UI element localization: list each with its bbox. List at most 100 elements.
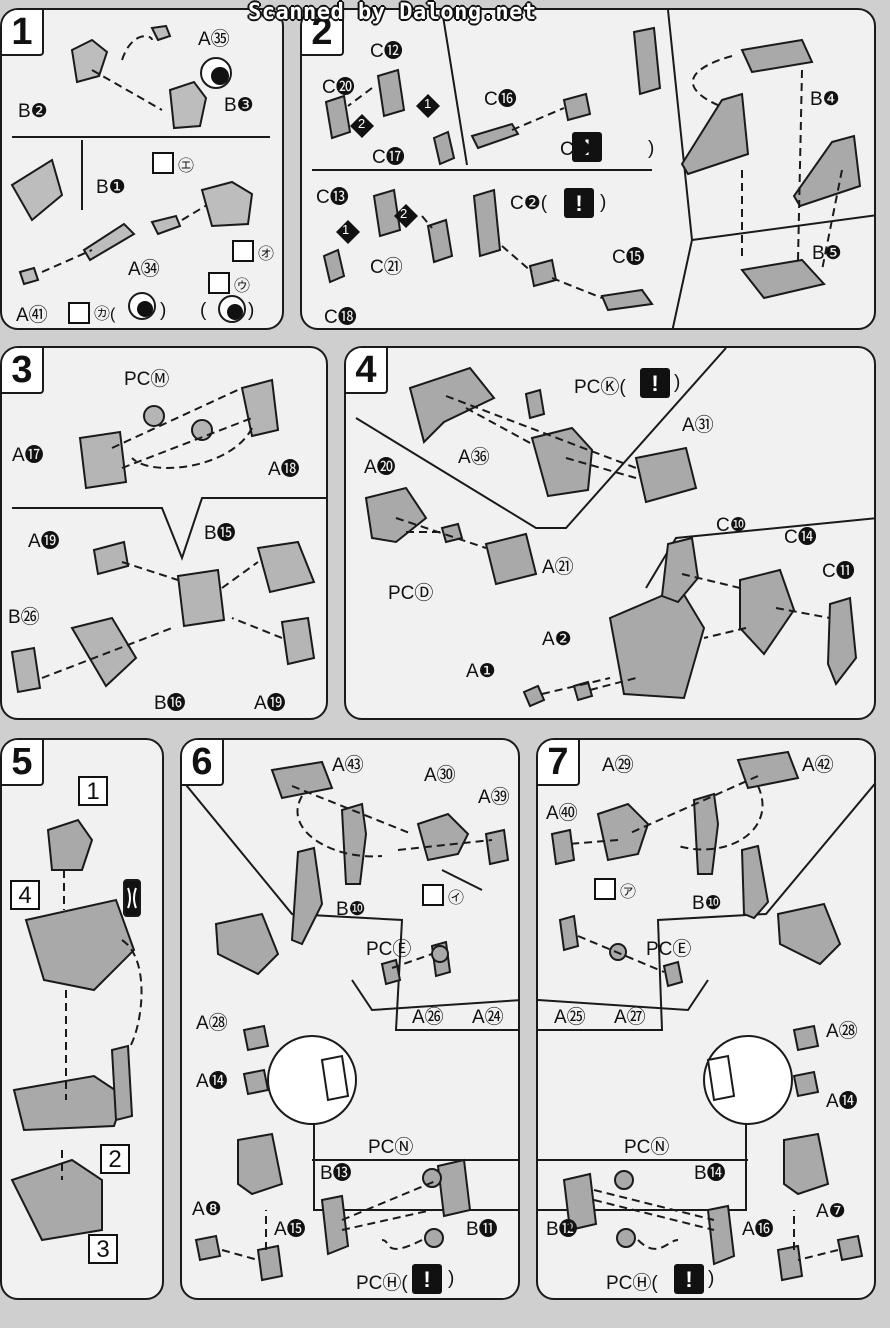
part-c16 — [470, 122, 520, 150]
part-c13 — [372, 188, 402, 238]
label-close: ) — [160, 300, 167, 321]
part-a16 — [776, 1244, 804, 1282]
part-upper-arm-a — [632, 26, 662, 96]
part-hip-joint — [692, 792, 720, 875]
step-2-diagram: ! ! — [312, 10, 874, 328]
part-pcn — [614, 1170, 634, 1190]
label-a36: A㊱ — [458, 447, 490, 468]
part-a27 — [662, 960, 684, 988]
part-a18 — [240, 378, 280, 438]
label-pch: PCⒽ( — [356, 1273, 408, 1294]
label-a40: A㊵ — [546, 803, 578, 824]
part-c21 — [426, 218, 454, 264]
part-a14-detail — [706, 1054, 736, 1102]
label-pch-close: ) — [448, 1268, 455, 1289]
label-d1b: 1 — [342, 222, 350, 237]
step-number: 3 — [2, 348, 44, 394]
label-c11: C⓫ — [822, 561, 855, 582]
step-3-diagram — [10, 378, 326, 694]
part-a17 — [78, 430, 128, 490]
label-d1a: 1 — [424, 96, 432, 111]
label-pcm: PCⓂ — [124, 369, 170, 390]
part-head — [46, 818, 94, 871]
label-b15: B⓯ — [204, 523, 236, 544]
part-b10 — [740, 844, 770, 920]
part-torso-core — [176, 568, 226, 628]
part-b2 — [70, 38, 109, 84]
part-c10 — [660, 536, 700, 604]
part-lower-leg — [237, 1132, 284, 1196]
label-pck-close: ) — [674, 372, 681, 393]
label-pch: PCⒽ( — [606, 1273, 658, 1294]
label-b10: B❿ — [336, 899, 366, 920]
part-b11 — [436, 1158, 472, 1218]
sticker-marker — [232, 240, 254, 262]
step-5-diagram — [10, 818, 143, 1242]
step-7-diagram: ! — [538, 750, 874, 1294]
part-a14 — [242, 1068, 270, 1096]
part-a42 — [736, 750, 800, 790]
part-b16 — [70, 616, 138, 688]
part-a41 — [18, 266, 40, 286]
label-b16: B⓰ — [154, 693, 186, 714]
step-ref-4: 4 — [10, 880, 40, 910]
part-c2a — [562, 92, 592, 122]
part-a35 — [150, 24, 172, 42]
label-d2b: 2 — [400, 206, 408, 221]
label-a21: A㉑ — [542, 557, 574, 578]
warning-icon: ! — [423, 1267, 430, 1292]
part-pce — [431, 945, 449, 963]
label-c2a-close: ) — [648, 138, 655, 159]
label-pcd: PCⒹ — [388, 583, 434, 604]
label-d2a: 2 — [358, 116, 366, 131]
part-pcd — [440, 522, 464, 544]
part-c11 — [826, 596, 858, 687]
label-b4: B❹ — [810, 89, 840, 110]
label-c20: C⓴ — [322, 77, 355, 98]
label-a1: A❶ — [466, 661, 496, 682]
label-a19a: A⓳ — [28, 531, 60, 552]
label-b5: B❺ — [812, 243, 842, 264]
label-b2: B❷ — [18, 101, 48, 122]
label-pce: PCⒺ — [646, 939, 692, 960]
part-a28 — [242, 1024, 270, 1052]
step-number: 2 — [302, 10, 344, 56]
label-a39: A㊴ — [478, 787, 510, 808]
label-c2a: C❷( — [560, 139, 598, 160]
step-ref-3: 3 — [88, 1234, 118, 1264]
part-b4 — [740, 38, 814, 74]
part-a26 — [380, 958, 402, 986]
step-6-panel: 6 — [180, 738, 520, 1300]
label-a2: A❷ — [542, 629, 572, 650]
label-a28: A㉘ — [196, 1013, 228, 1034]
scanner-watermark: Scanned by Dalong.net — [248, 0, 537, 25]
step-2-panel: 2 — [300, 8, 876, 330]
sticker-marker — [422, 884, 444, 906]
part-b5 — [740, 258, 826, 300]
part-frame-a — [680, 92, 750, 176]
part-c14 — [739, 568, 796, 656]
label-u: ㋒ — [234, 278, 251, 295]
label-a14: A⓮ — [196, 1071, 228, 1092]
label-b14: B⓮ — [694, 1163, 726, 1184]
part-thigh — [776, 902, 842, 966]
label-o: ㋔ — [258, 246, 275, 263]
label-a31: A㉛ — [682, 415, 714, 436]
label-a20: A⓴ — [364, 457, 396, 478]
step-6-diagram: ! — [182, 760, 518, 1294]
warning-icon: ! — [651, 371, 658, 396]
label-a14: A⓮ — [826, 1091, 858, 1112]
warning-icon: ! — [685, 1267, 692, 1292]
label-c18: C⓲ — [324, 307, 357, 328]
label-c2b: C❷( — [510, 193, 548, 214]
label-b11: B⓫ — [466, 1219, 498, 1240]
label-a8: A❽ — [192, 1199, 222, 1220]
label-a: ㋐ — [620, 884, 637, 901]
sticker-marker — [152, 152, 174, 174]
part-b3 — [168, 80, 208, 130]
part-a34 — [150, 214, 182, 236]
step-7-panel: 7 — [536, 738, 876, 1300]
label-pck: PCⓀ( — [574, 377, 626, 398]
label-c16: C⓰ — [484, 89, 517, 110]
label-a28: A㉘ — [826, 1021, 858, 1042]
